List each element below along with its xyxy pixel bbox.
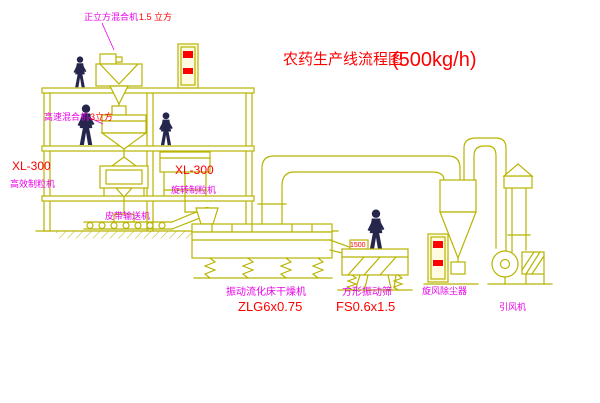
- diagram-title-capacity: (500kg/h): [392, 49, 477, 71]
- label-cube-mixer: 正立方混合机: [84, 11, 138, 22]
- label-dryer-model: ZLG6x0.75: [238, 299, 302, 314]
- cube-mixer: [95, 53, 143, 116]
- vibrating-screen-machine: [337, 239, 413, 291]
- fluid-bed-dryer-machine: [191, 207, 353, 279]
- cyclone-machine: [423, 179, 479, 285]
- label-screen-dimension: 1500: [350, 242, 366, 249]
- label-granulator-right-model: XL-300: [175, 163, 214, 177]
- label-fluid-bed-dryer: 振动流化床干燥机: [226, 285, 306, 298]
- control-cabinet-top: [177, 43, 199, 89]
- control-cabinet-right: [427, 233, 449, 283]
- diagram-title: 农药生产线流程图: [283, 51, 403, 68]
- label-granulator-left-model: XL-300: [12, 159, 51, 173]
- label-belt-conveyor: 皮带输送机: [105, 210, 150, 221]
- exhaust-duct: [257, 155, 461, 225]
- label-cube-mixer-size: 1.5 立方: [139, 11, 172, 22]
- building-structure: [41, 87, 255, 232]
- label-granulator-right: 旋转制粒机: [171, 184, 216, 195]
- label-high-speed-mixer: 高速混合机: [44, 111, 89, 122]
- label-screen-model: FS0.6x1.5: [336, 299, 395, 314]
- label-granulator-left: 高效制粒机: [10, 178, 55, 189]
- high-speed-mixer: [100, 105, 148, 158]
- granulator-right-machine: [159, 151, 211, 213]
- fan-and-stack: [463, 137, 553, 285]
- worker-figure: [159, 112, 173, 146]
- worker-figure: [367, 209, 385, 250]
- label-high-speed-mixer-size: 3立方: [90, 111, 113, 122]
- granulator-left-machine: [99, 156, 149, 217]
- label-vibrating-screen: 方形振动筛: [342, 285, 392, 298]
- worker-figure: [77, 104, 95, 145]
- worker-figure: [73, 56, 87, 88]
- label-fan: 引风机: [499, 301, 526, 312]
- label-leader-lines: [87, 22, 115, 125]
- label-cyclone: 旋风除尘器: [422, 285, 467, 296]
